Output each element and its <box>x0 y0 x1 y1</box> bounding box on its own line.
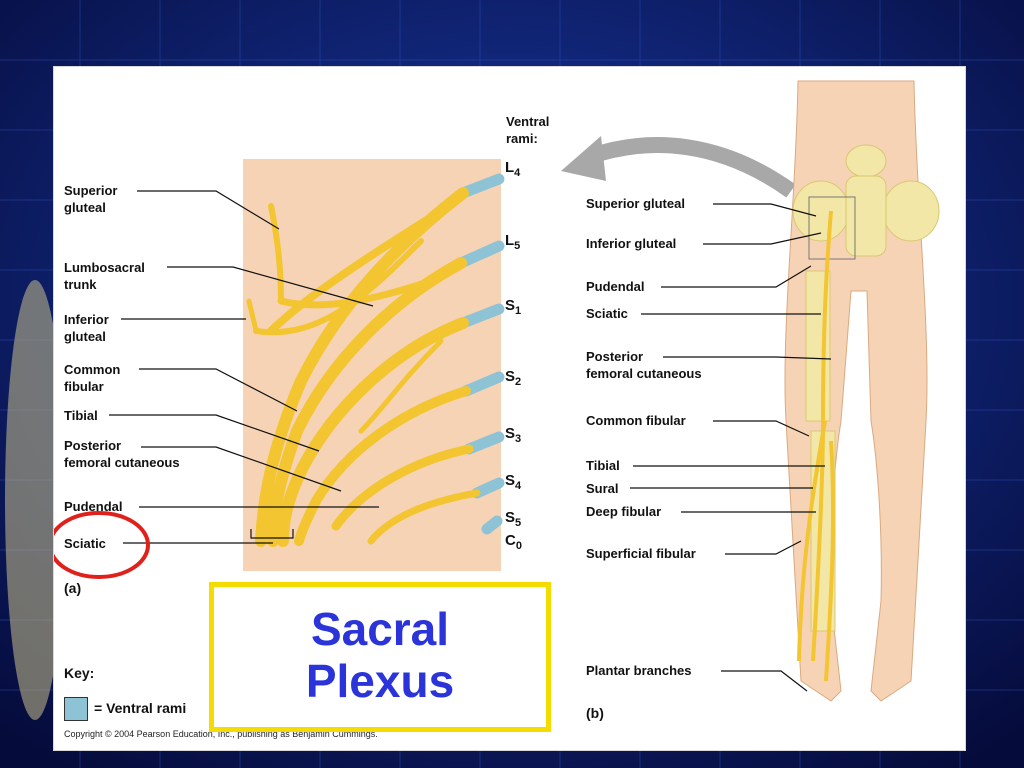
label-right-tibial: Tibial <box>586 458 620 473</box>
panel-b-label: (b) <box>586 705 604 721</box>
sacral-plexus-illustration <box>54 136 796 579</box>
copyright-notice: Copyright © 2004 Pearson Education, Inc.… <box>64 729 378 739</box>
label-right-posterior-femoral-cutaneous: Posterior femoral cutaneous <box>586 349 702 381</box>
title-box: Sacral Plexus <box>209 582 551 732</box>
title-line-2: Plexus <box>305 655 455 707</box>
key-ventral-rami-text: = Ventral rami <box>94 700 187 716</box>
label-lumbosacral-trunk: Lumbosacral trunk <box>64 260 145 292</box>
nerve-trunks <box>246 187 481 547</box>
label-pudendal: Pudendal <box>64 499 123 514</box>
leg-nerves <box>797 210 836 682</box>
label-right-deep-fibular: Deep fibular <box>586 504 662 519</box>
sciatic-highlight-circle <box>54 511 150 579</box>
arrow-pointer <box>588 137 796 198</box>
label-right-plantar-branches: Plantar branches <box>586 663 692 678</box>
panel-a-label: (a) <box>64 580 82 596</box>
root-s2: S2 <box>505 368 522 388</box>
label-right-inferior-gluteal: Inferior gluteal <box>586 236 677 251</box>
root-s5: S5 <box>505 509 522 529</box>
label-right-pudendal: Pudendal <box>586 279 645 294</box>
label-superior-gluteal: Superior gluteal <box>64 183 118 215</box>
root-c0: C0 <box>505 532 522 552</box>
label-common-fibular: Common fibular <box>64 362 121 394</box>
root-l4: L4 <box>505 159 521 179</box>
plexus-locator-box <box>808 196 856 260</box>
label-tibial: Tibial <box>64 408 98 423</box>
label-sciatic: Sciatic <box>64 536 106 551</box>
label-posterior-femoral-cutaneous: Posterior femoral cutaneous <box>64 438 180 470</box>
root-s1: S1 <box>505 297 522 317</box>
label-inferior-gluteal: Inferior gluteal <box>64 312 109 344</box>
key-title: Key: <box>64 665 95 681</box>
right-leader-lines <box>630 203 832 692</box>
label-right-superior-gluteal: Superior gluteal <box>586 196 685 211</box>
root-l5: L5 <box>505 232 521 252</box>
label-ventral-rami: Ventral rami: <box>506 114 550 146</box>
key-ventral-rami-swatch <box>64 697 88 721</box>
root-s3: S3 <box>505 425 522 445</box>
ventral-rami-segments <box>455 173 505 535</box>
label-right-common-fibular: Common fibular <box>586 413 686 428</box>
label-right-sural: Sural <box>586 481 619 496</box>
root-s4: S4 <box>505 472 522 492</box>
posterior-body-illustration <box>630 80 940 702</box>
title-line-1: Sacral <box>310 603 450 655</box>
label-right-sciatic: Sciatic <box>586 306 628 321</box>
label-right-superficial-fibular: Superficial fibular <box>586 546 696 561</box>
